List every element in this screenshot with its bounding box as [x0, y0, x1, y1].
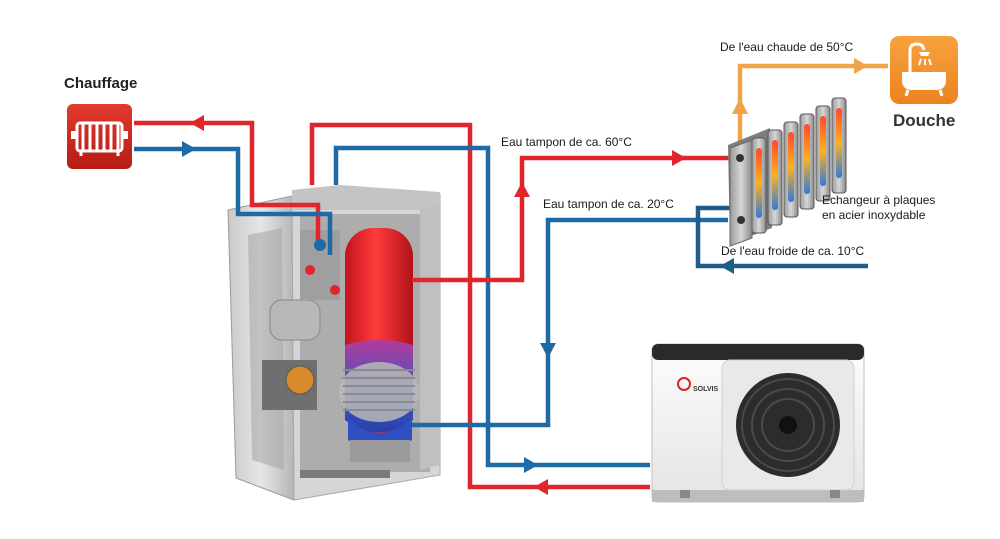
radiator-icon: [71, 121, 128, 156]
shower-tile: [890, 36, 958, 104]
bathtub-shower-icon: [902, 42, 946, 97]
flow-arrows: [182, 58, 868, 495]
flow-arrow-icon: [732, 98, 748, 114]
flow-arrow-icon: [534, 479, 548, 495]
flow-arrow-icon: [524, 457, 538, 473]
pipes: [134, 63, 888, 490]
exchanger-plate-flow: [772, 140, 778, 210]
exchanger-plate-flow: [756, 148, 762, 218]
flow-arrow-icon: [672, 150, 686, 166]
heating-label: Chauffage: [64, 75, 138, 92]
plate-heat-exchanger: [728, 97, 847, 247]
flow-arrow-icon: [854, 58, 868, 74]
flow-arrow-icon: [720, 258, 734, 274]
exchanger-label-line1: Echangeur à plaques: [822, 193, 936, 207]
exchanger-plate-flow: [788, 132, 794, 202]
exchanger-plate-flow: [836, 108, 842, 178]
buffer-20-label: Eau tampon de ca. 20°C: [543, 197, 674, 211]
exchanger-label-line2: en acier inoxydable: [822, 208, 926, 222]
exchanger-plate-flow: [804, 124, 810, 194]
buffer-60-label: Eau tampon de ca. 60°C: [501, 135, 632, 149]
storage-unit: [227, 185, 441, 501]
flow-arrow-icon: [514, 182, 530, 197]
flow-arrow-icon: [182, 141, 196, 157]
fan-icon: [736, 373, 840, 477]
heat-pump-brand: SOLVIS: [693, 386, 718, 393]
exchanger-plate-flow: [820, 116, 826, 186]
heat-pump-unit: SOLVIS: [651, 343, 865, 503]
hot-water-label: De l'eau chaude de 50°C: [720, 40, 854, 54]
shower-label: Douche: [893, 111, 956, 130]
flow-arrow-icon: [190, 115, 204, 131]
heating-tile: [67, 104, 132, 169]
cold-water-label: De l'eau froide de ca. 10°C: [721, 244, 865, 258]
flow-arrow-icon: [540, 343, 556, 358]
